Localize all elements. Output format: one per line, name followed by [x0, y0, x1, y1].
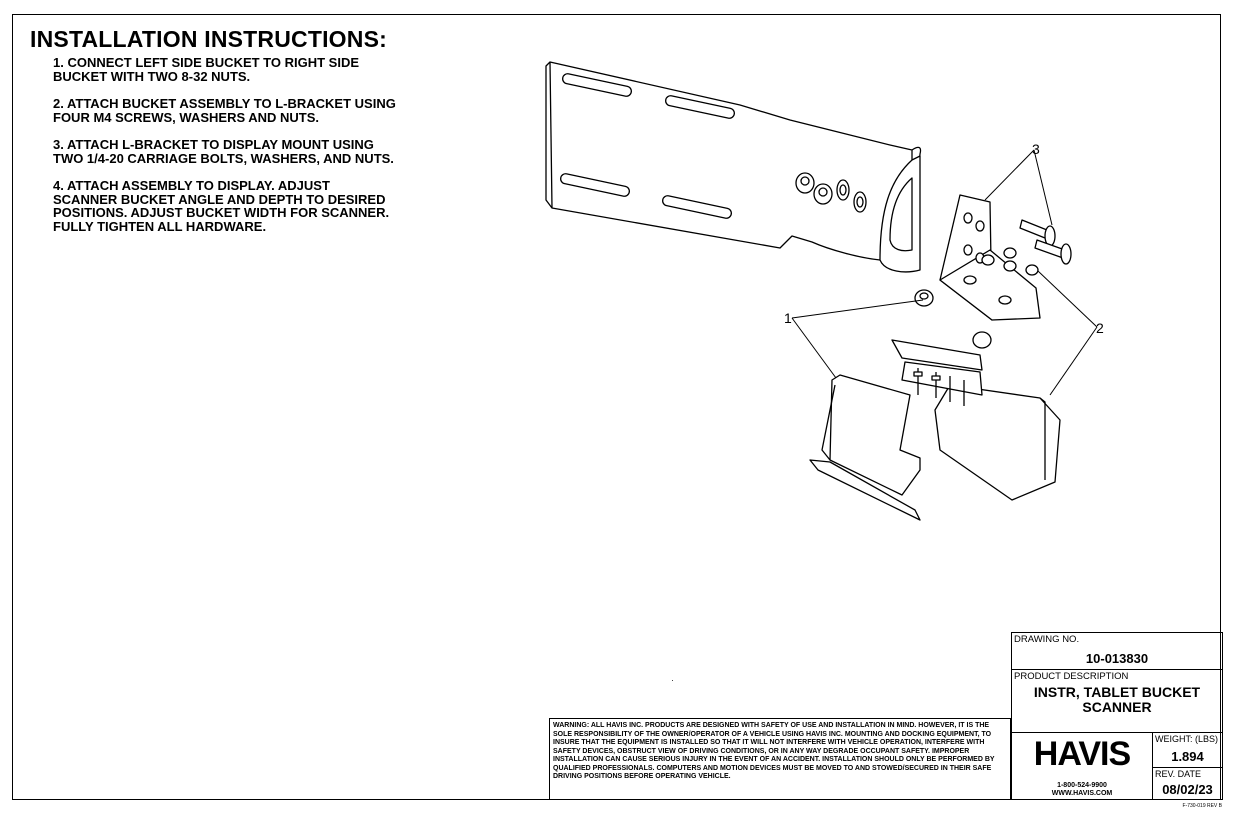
l-bracket-nuts — [981, 247, 1039, 276]
curved-bracket — [879, 155, 921, 273]
havis-logo: HAVIS — [1033, 735, 1131, 773]
l-bracket — [939, 194, 1041, 321]
drawing-number-label: DRAWING NO. — [1014, 634, 1080, 645]
display-mount-hardware — [795, 172, 867, 213]
warning-notice: WARNING: ALL HAVIS INC. PRODUCTS ARE DES… — [549, 718, 1011, 800]
instruction-steps: 1. CONNECT LEFT SIDE BUCKET TO RIGHT SID… — [53, 56, 483, 247]
callout-2: 2 — [1096, 320, 1104, 336]
instructions-title: INSTALLATION INSTRUCTIONS: — [30, 26, 387, 52]
callout-1: 1 — [784, 310, 792, 326]
company-logo-cell: HAVIS 1-800-524-9900 WWW.HAVIS.COM — [1011, 732, 1153, 800]
drawing-number: 10-013830 — [1085, 651, 1149, 666]
exploded-assembly-drawing: 1 2 3 — [545, 61, 1104, 521]
stray-mark — [672, 680, 673, 681]
mount-plate — [545, 61, 922, 261]
form-code: F-730-019 REV B — [1182, 803, 1222, 809]
drawing-number-cell: DRAWING NO. 10-013830 — [1011, 632, 1223, 670]
instruction-step-2: 2. ATTACH BUCKET ASSEMBLY TO L-BRACKET U… — [53, 96, 396, 125]
product-description: INSTR, TABLET BUCKET SCANNER — [1033, 684, 1201, 715]
rev-date-cell: REV. DATE 08/02/23 — [1152, 767, 1223, 800]
callout-3: 3 — [1032, 141, 1040, 157]
weight-cell: WEIGHT: (LBS) 1.894 — [1152, 732, 1223, 768]
product-description-cell: PRODUCT DESCRIPTION INSTR, TABLET BUCKET… — [1011, 669, 1223, 733]
instruction-step-4: 4. ATTACH ASSEMBLY TO DISPLAY. ADJUST SC… — [53, 178, 390, 234]
rev-date-value: 08/02/23 — [1162, 782, 1213, 797]
rev-date-label: REV. DATE — [1155, 769, 1202, 779]
instruction-step-3: 3. ATTACH L-BRACKET TO DISPLAY MOUNT USI… — [53, 137, 394, 166]
carriage-bolt — [1019, 219, 1072, 265]
scanner-bucket — [809, 339, 1061, 521]
mount-plate-slots — [560, 73, 735, 219]
weight-label: WEIGHT: (LBS) — [1155, 734, 1219, 744]
bucket-top-nuts — [914, 289, 992, 349]
product-description-label: PRODUCT DESCRIPTION — [1014, 671, 1129, 682]
company-phone: 1-800-524-9900 — [1057, 782, 1107, 789]
instruction-step-1: 1. CONNECT LEFT SIDE BUCKET TO RIGHT SID… — [53, 55, 360, 84]
weight-value: 1.894 — [1171, 749, 1204, 764]
callout-leaders — [791, 149, 1098, 396]
company-website: WWW.HAVIS.COM — [1051, 790, 1113, 797]
